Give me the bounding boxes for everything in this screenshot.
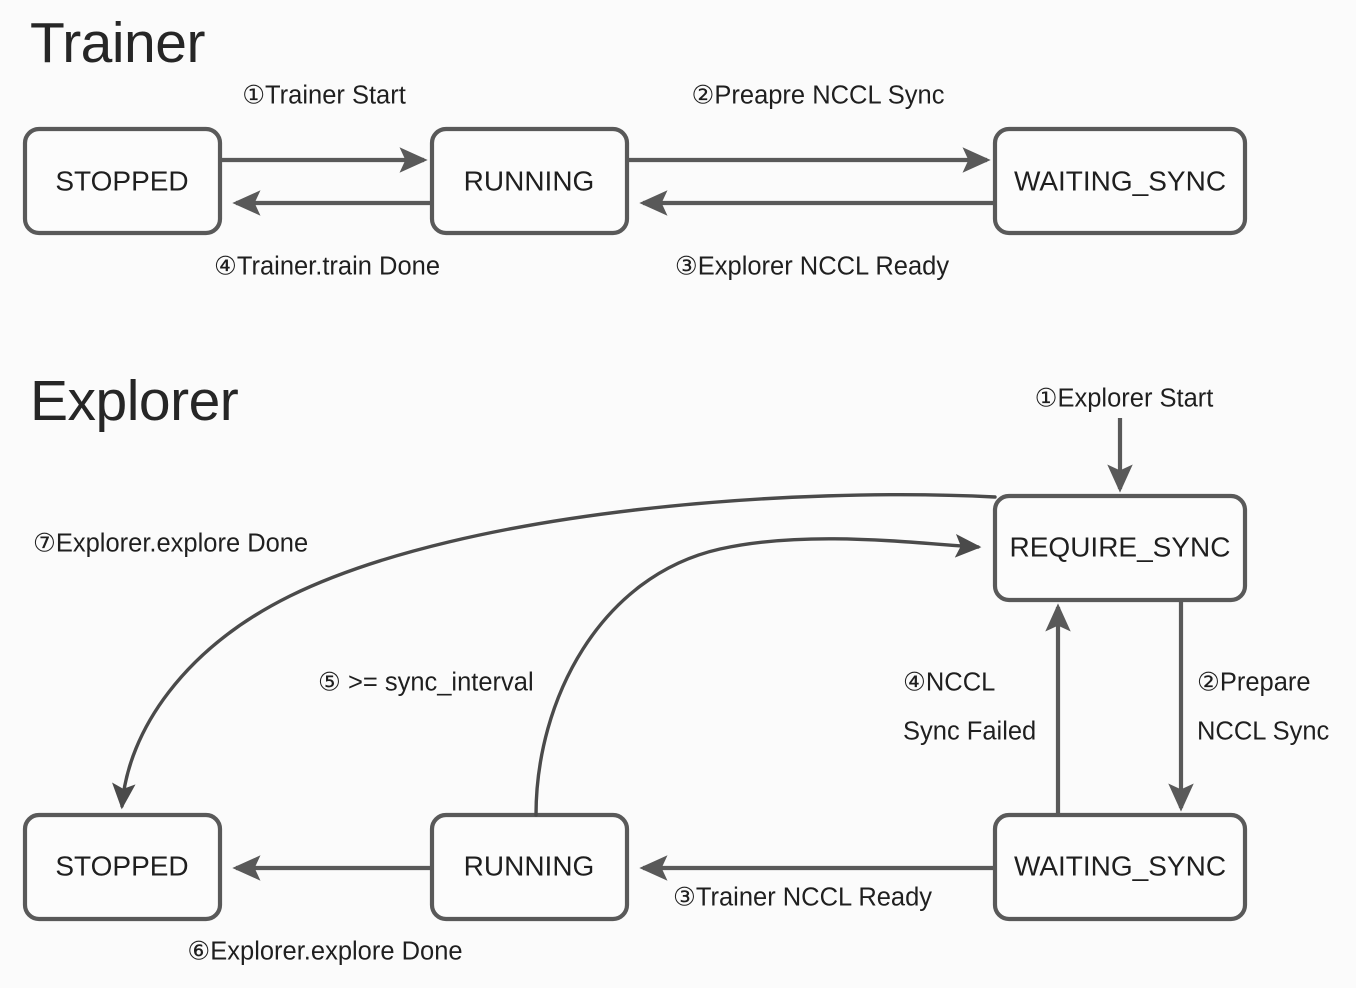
explorer-running-label: RUNNING — [464, 850, 595, 881]
trainer-stopped-box[interactable] — [22, 126, 223, 236]
trainer-node-running[interactable]: RUNNING — [429, 126, 630, 236]
trainer-edge-label-3: ③Explorer NCCL Ready — [675, 253, 949, 281]
explorer-waiting-sync-label: WAITING_SYNC — [1014, 850, 1226, 881]
trainer-edge-label-4: ④Trainer.train Done — [214, 253, 440, 281]
explorer-require-sync-box[interactable] — [992, 493, 1248, 603]
explorer-edge-label-1: ①Explorer Start — [1035, 385, 1214, 413]
trainer-waiting-sync-label: WAITING_SYNC — [1014, 165, 1226, 196]
explorer-edge-label-7: ⑦Explorer.explore Done — [33, 530, 308, 558]
explorer-edge-label-2b: NCCL Sync — [1197, 718, 1330, 746]
explorer-edge-label-6: ⑥Explorer.explore Done — [187, 938, 462, 966]
explorer-stopped-label: STOPPED — [55, 850, 188, 881]
explorer-node-stopped[interactable]: STOPPED — [22, 812, 223, 922]
trainer-waiting-sync-box[interactable] — [992, 126, 1248, 236]
trainer-edge-label-1: ①Trainer Start — [242, 82, 406, 110]
explorer-node-waiting-sync[interactable]: WAITING_SYNC — [992, 812, 1248, 922]
explorer-node-require-sync[interactable]: REQUIRE_SYNC — [992, 493, 1248, 603]
explorer-require-sync-label: REQUIRE_SYNC — [1010, 531, 1231, 562]
explorer-node-running[interactable]: RUNNING — [429, 812, 630, 922]
trainer-edge-label-2: ②Preapre NCCL Sync — [692, 82, 945, 110]
explorer-edge-label-5: ⑤ >= sync_interval — [318, 669, 534, 697]
explorer-edge-label-3: ③Trainer NCCL Ready — [673, 884, 932, 912]
trainer-node-stopped[interactable]: STOPPED — [22, 126, 223, 236]
trainer-running-label: RUNNING — [464, 165, 595, 196]
explorer-curve-require-sync-to-stopped — [112, 493, 997, 810]
trainer-running-box[interactable] — [429, 126, 630, 236]
explorer-section-title: Explorer — [30, 369, 239, 433]
explorer-edge-label-4b: Sync Failed — [903, 718, 1036, 746]
explorer-edge-label-2a: ②Prepare — [1197, 669, 1311, 697]
explorer-edge-label-4a: ④NCCL — [903, 669, 995, 697]
trainer-node-waiting-sync[interactable]: WAITING_SYNC — [992, 126, 1248, 236]
trainer-section-title: Trainer — [30, 11, 205, 75]
explorer-curve-running-to-require-sync — [534, 534, 982, 817]
explorer-stopped-box[interactable] — [22, 812, 223, 922]
trainer-stopped-label: STOPPED — [55, 165, 188, 196]
